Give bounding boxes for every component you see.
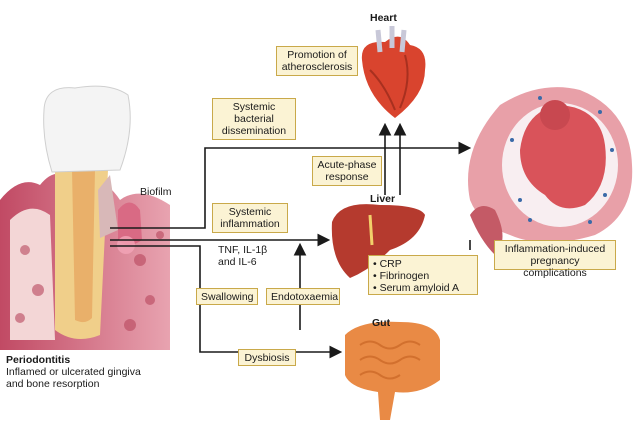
systemic-bacterial-box: Systemic bacterial dissemination <box>212 98 296 140</box>
systemic-bacterial-line-2: bacterial <box>234 113 274 125</box>
systemic-bacterial-line-1: Systemic <box>232 101 276 113</box>
systemic-inflammation-line-1: Systemic <box>228 206 272 218</box>
liver-illustration <box>331 204 425 278</box>
periodontitis-line-1: Inflamed or ulcerated gingiva <box>6 366 141 378</box>
pregnancy-line-1: Inflammation-induced <box>504 243 606 255</box>
periodontitis-title: Periodontitis <box>6 354 71 366</box>
promotion-box: Promotion of atherosclerosis <box>276 46 358 76</box>
tooth-illustration <box>0 85 170 350</box>
periodontitis-caption: Periodontitis Inflamed or ulcerated ging… <box>6 354 141 390</box>
cytokines-label: TNF, IL-1β and IL-6 <box>218 244 267 268</box>
systemic-inflammation-line-2: inflammation <box>220 218 280 230</box>
liver-title: Liver <box>370 193 396 205</box>
systemic-inflammation-box: Systemic inflammation <box>212 203 288 233</box>
dysbiosis-box: Dysbiosis <box>238 349 296 366</box>
pregnancy-box: Inflammation-induced pregnancy complicat… <box>494 240 616 279</box>
acute-phase-box: Acute-phase response <box>312 156 382 186</box>
pregnancy-line-2: pregnancy complications <box>523 255 587 279</box>
endotoxaemia-box: Endotoxaemia <box>266 288 340 305</box>
liver-product-fibrinogen: Fibrinogen <box>373 270 473 282</box>
liver-products-box: CRP Fibrinogen Serum amyloid A <box>368 255 478 295</box>
periodontitis-line-2: and bone resorption <box>6 378 100 390</box>
gut-illustration <box>345 321 440 420</box>
heart-title: Heart <box>370 12 397 24</box>
gut-title: Gut <box>372 317 391 329</box>
promotion-line-1: Promotion of <box>287 49 347 61</box>
acute-phase-line-1: Acute-phase <box>317 159 377 171</box>
systemic-bacterial-line-3: dissemination <box>221 125 287 137</box>
uterus-illustration <box>468 87 633 255</box>
cytokines-line-2: and IL-6 <box>218 256 257 268</box>
liver-product-saa: Serum amyloid A <box>373 282 473 294</box>
biofilm-label: Biofilm <box>140 186 172 198</box>
promotion-line-2: atherosclerosis <box>281 61 353 73</box>
acute-phase-line-2: response <box>325 171 369 183</box>
swallowing-box: Swallowing <box>196 288 258 305</box>
liver-product-crp: CRP <box>373 258 473 270</box>
heart-illustration <box>361 26 426 118</box>
cytokines-line-1: TNF, IL-1β <box>218 244 268 256</box>
